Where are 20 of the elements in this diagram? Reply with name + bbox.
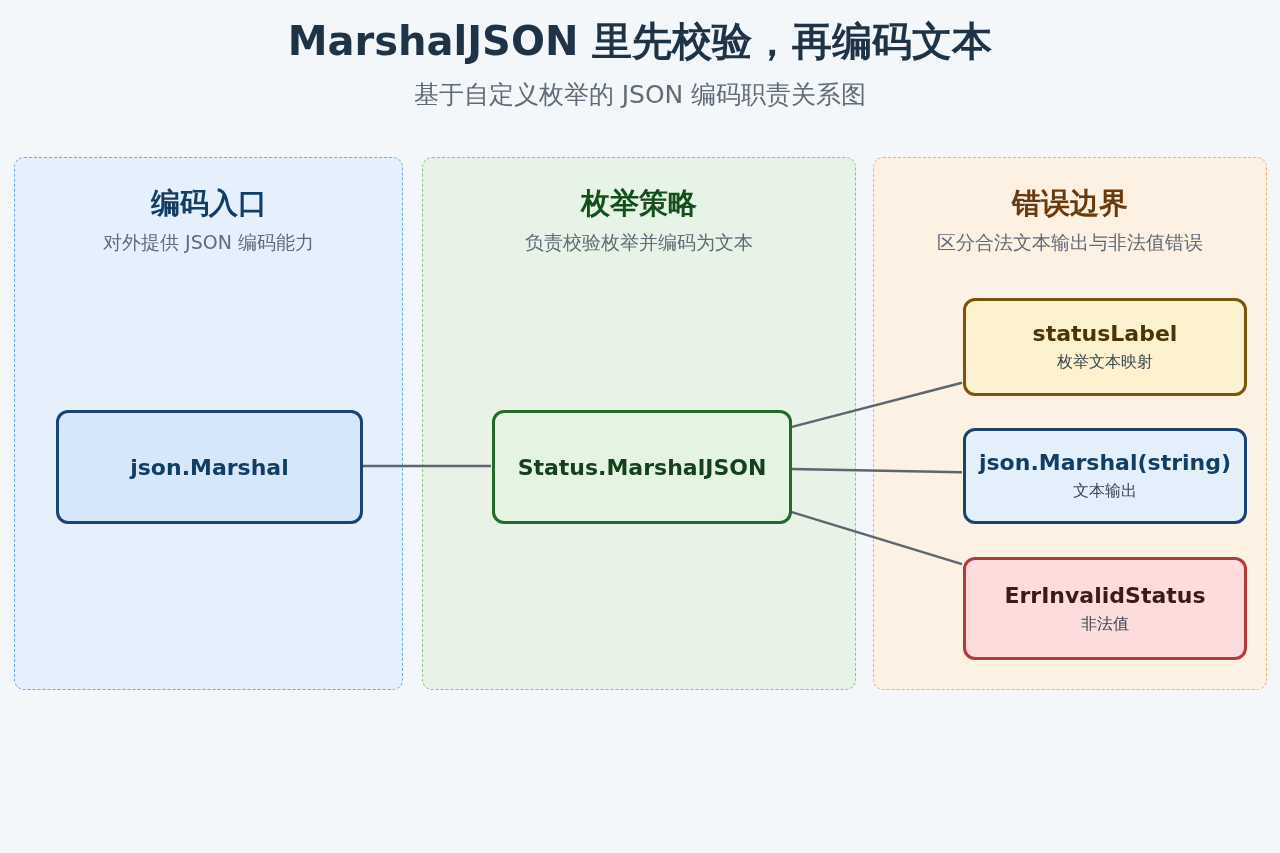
panel-description: 区分合法文本输出与非法值错误: [936, 230, 1204, 255]
connector-line: [790, 510, 963, 566]
connector-line: [790, 381, 963, 429]
panel-heading: 错误边界: [1010, 185, 1129, 222]
connector-line: [790, 467, 963, 474]
panel-description: 负责校验枚举并编码为文本: [524, 230, 754, 255]
group-panel: [422, 157, 856, 690]
process-box: json.Marshal(string) 文本输出: [963, 428, 1247, 524]
panel-heading: 编码入口: [149, 185, 268, 222]
subtitle: 基于自定义枚举的 JSON 编码职责关系图: [412, 79, 868, 111]
process-box: statusLabel 枚举文本映射: [963, 298, 1247, 396]
process-box: json.Marshal: [56, 410, 363, 524]
group-panel: [14, 157, 403, 690]
panel-description: 对外提供 JSON 编码能力: [102, 230, 315, 255]
connector-line: [362, 464, 491, 468]
process-box: Status.MarshalJSON: [492, 410, 792, 524]
process-box: ErrInvalidStatus 非法值: [963, 557, 1247, 660]
title: MarshalJSON 里先校验，再编码文本: [286, 17, 994, 66]
panel-heading: 枚举策略: [579, 185, 698, 222]
group-panel: [873, 157, 1267, 690]
